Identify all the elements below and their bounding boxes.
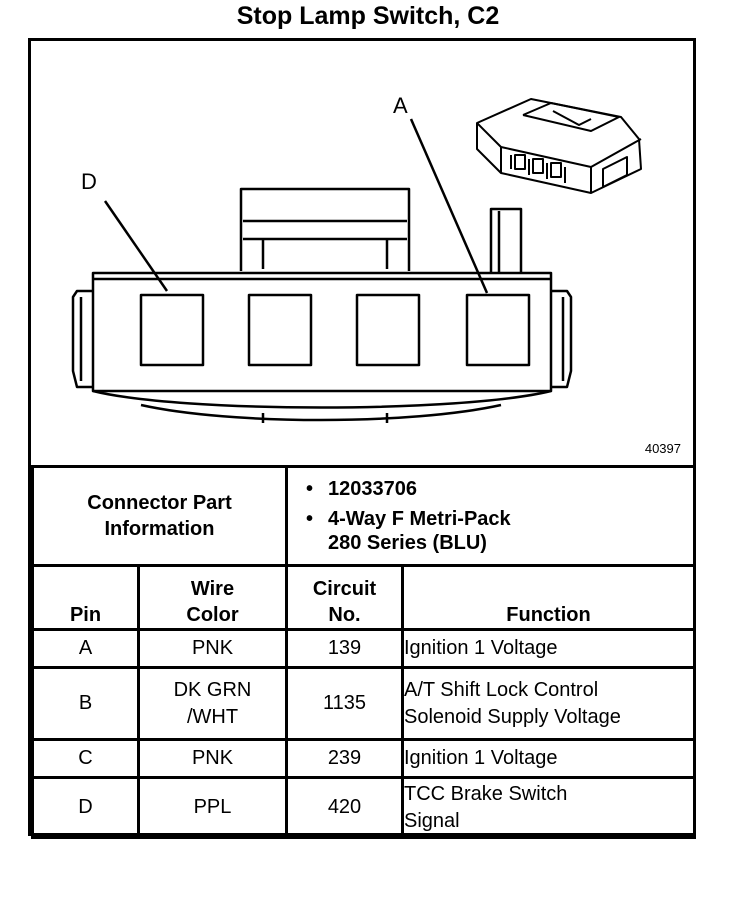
cavity-b bbox=[355, 293, 421, 367]
connector-frame: A D 40397 Connector Part Information •12… bbox=[28, 38, 696, 839]
pin-label-a: A bbox=[393, 93, 408, 118]
wire-color-cell: PNK bbox=[137, 628, 288, 669]
pin-cell: C bbox=[31, 738, 140, 779]
pin-label-d: D bbox=[81, 169, 97, 194]
table-row: C PNK 239 Ignition 1 Voltage bbox=[31, 738, 696, 779]
header-function: Function bbox=[401, 564, 696, 631]
wire-color-cell: PPL bbox=[137, 776, 288, 839]
function-cell: Ignition 1 Voltage bbox=[401, 628, 696, 669]
pinout-table: Connector Part Information •12033706 •4-… bbox=[31, 465, 696, 839]
connector-diagram: A D 40397 bbox=[31, 41, 693, 465]
pin-cell: D bbox=[31, 776, 140, 839]
table-row: B DK GRN/WHT 1135 A/T Shift Lock Control… bbox=[31, 666, 696, 741]
table-row: A PNK 139 Ignition 1 Voltage bbox=[31, 628, 696, 669]
cavity-d bbox=[139, 293, 205, 367]
circuit-cell: 139 bbox=[285, 628, 404, 669]
function-cell: Ignition 1 Voltage bbox=[401, 738, 696, 779]
leader-line-d bbox=[103, 200, 169, 292]
connector-body bbox=[91, 271, 553, 393]
circuit-cell: 1135 bbox=[285, 666, 404, 741]
figure-number: 40397 bbox=[644, 441, 681, 456]
wire-color-cell: PNK bbox=[137, 738, 288, 779]
circuit-cell: 239 bbox=[285, 738, 404, 779]
connector-tab bbox=[489, 207, 523, 273]
wire-color-cell: DK GRN/WHT bbox=[137, 666, 288, 741]
connector-iso-icon bbox=[476, 98, 642, 194]
pin-cell: A bbox=[31, 628, 140, 669]
cavity-c bbox=[247, 293, 313, 367]
pin-cell: B bbox=[31, 666, 140, 741]
connector-latch bbox=[239, 187, 411, 271]
part-number: •12033706 bbox=[306, 478, 417, 500]
connector-part-info-row: Connector Part Information •12033706 •4-… bbox=[31, 465, 696, 567]
connector-drawing: A D bbox=[71, 93, 642, 423]
header-pin: Pin bbox=[31, 564, 140, 631]
circuit-cell: 420 bbox=[285, 776, 404, 839]
cavity-a bbox=[465, 293, 531, 367]
connector-part-label: Connector Part Information bbox=[31, 465, 288, 567]
leader-line-a bbox=[409, 118, 489, 294]
page-title: Stop Lamp Switch, C2 bbox=[236, 2, 500, 30]
